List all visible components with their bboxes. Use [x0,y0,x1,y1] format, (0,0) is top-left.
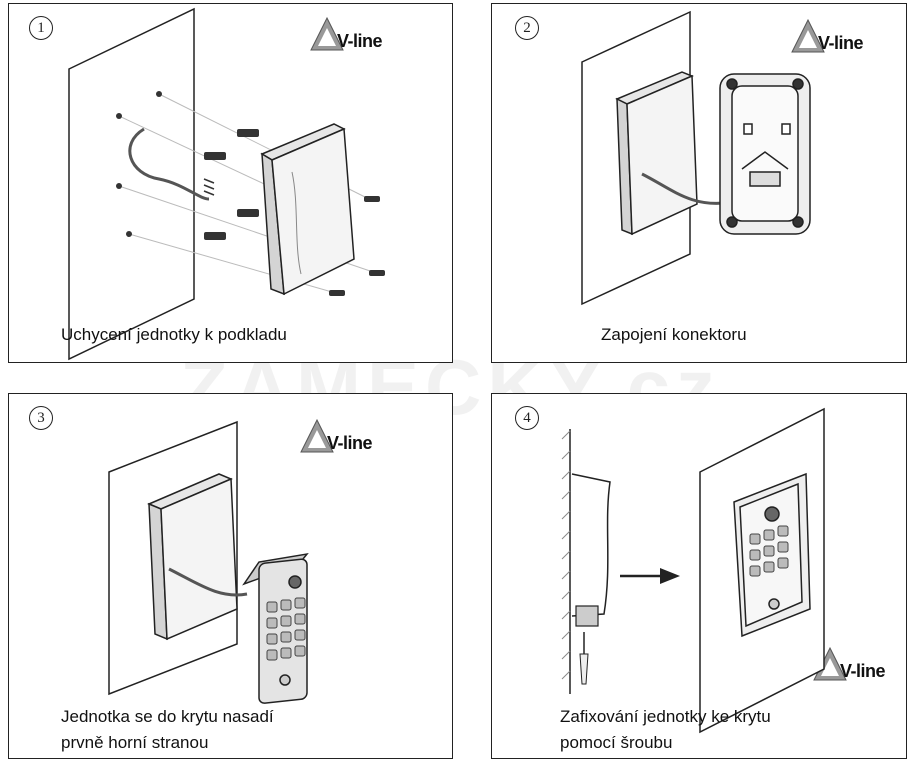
step-caption: Jednotka se do krytu nasadí prvně horní … [61,704,274,756]
insert-illustration [108,420,309,704]
housing [147,473,238,641]
v-line-logo: V-line [297,416,407,462]
caption-line: pomocí šroubu [560,733,673,752]
screws [116,91,385,296]
v-line-logo: V-line [788,16,898,62]
logo-text: V-line [818,33,864,53]
cable [128,127,210,201]
housing [260,123,355,296]
v-line-logo: V-line [307,14,417,60]
logo-triangle-icon [310,16,344,51]
step-caption: Zapojení konektoru [601,322,747,348]
mounting-illustration [68,7,385,361]
wall-hatching [561,430,571,680]
caption-line: Zafixování jednotky ke krytu [560,707,771,726]
step-2-panel: 2 V-line Zapojení konektoru [491,3,907,363]
logo-text: V-line [327,433,373,453]
step-caption: Uchycení jednotky k podkladu [61,322,287,348]
door-unit-front [242,552,309,704]
step-caption: Zafixování jednotky ke krytu pomocí šrou… [560,704,771,756]
wall-panel [68,7,195,361]
v-line-logo: V-line [810,644,913,690]
door-unit-mounted [733,472,811,638]
door-unit-back [719,73,811,235]
step-4-panel: 4 V-line [491,393,907,759]
caption-line: Zapojení konektoru [601,325,747,344]
step-number: 3 [29,406,53,430]
fix-illustration [561,407,825,734]
step-3-panel: 3 V-line Jednotka se do [8,393,453,759]
wires [203,178,215,196]
logo-triangle-icon [300,418,334,453]
step-number: 4 [515,406,539,430]
housing [615,71,698,236]
step-number: 2 [515,16,539,40]
connector-illustration [581,10,811,306]
housing-side [571,473,611,617]
caption-line: prvně horní stranou [61,733,209,752]
caption-line: Uchycení jednotky k podkladu [61,325,287,344]
arrow-right-icon [620,568,680,584]
bottom-screw-block [575,605,599,627]
logo-text: V-line [840,661,886,681]
caption-line: Jednotka se do krytu nasadí [61,707,274,726]
cable [168,567,248,597]
logo-text: V-line [337,31,383,51]
step-number: 1 [29,16,53,40]
step-1-panel: 1 V-line [8,3,453,363]
logo-triangle-icon [791,18,825,53]
